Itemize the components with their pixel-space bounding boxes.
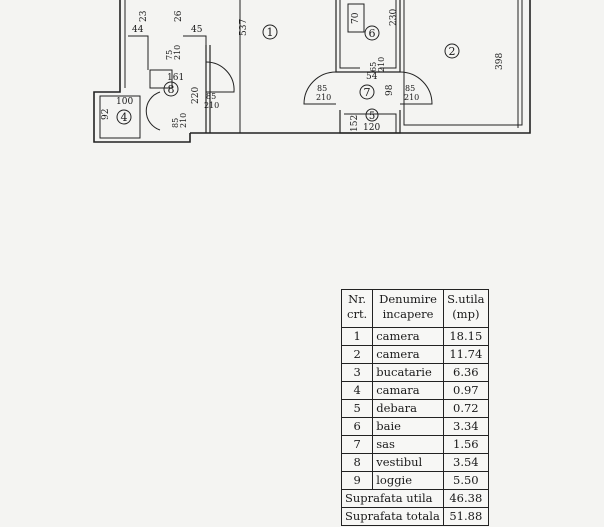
dim-152: 152	[350, 115, 360, 132]
dim-85-a2: 210	[204, 101, 219, 110]
row-area: 1.56	[442, 435, 489, 454]
summary-row-total: Suprafata totala 51.88	[341, 507, 489, 526]
room-number-4: 4	[121, 111, 128, 124]
dim-85-c2: 210	[316, 93, 331, 102]
row-nr: 2	[340, 345, 374, 364]
dim-85-c1: 85	[317, 84, 327, 93]
dim-85-a1: 85	[206, 92, 216, 101]
dim-161: 161	[167, 73, 184, 83]
room-number-2: 2	[449, 45, 456, 58]
room-number-7: 7	[364, 86, 371, 99]
room-number-5: 5	[369, 111, 375, 122]
row-nr: 3	[340, 363, 374, 382]
dim-120: 120	[363, 123, 380, 133]
row-nr: 1	[340, 327, 374, 346]
dim-220: 220	[191, 87, 201, 104]
row-nr: 9	[340, 471, 374, 490]
room-area-table: Nr. crt. Denumire incapere S.utila (mp) …	[340, 289, 489, 526]
dim-85-d1: 85	[405, 84, 415, 93]
dim-23: 23	[139, 10, 149, 22]
plan-walls	[93, 0, 531, 143]
table-row: 2 camera 11.74	[340, 345, 489, 364]
room-number-6: 6	[369, 27, 376, 40]
dim-65-210-1: 65	[369, 62, 378, 72]
room-number-1: 1	[267, 26, 274, 39]
dim-44: 44	[132, 25, 144, 35]
door-swing	[399, 71, 433, 105]
row-nr: 4	[340, 381, 374, 400]
dim-398: 398	[495, 53, 505, 70]
row-name: loggie	[372, 471, 444, 490]
door-swing	[205, 61, 235, 93]
row-name: vestibul	[372, 453, 444, 472]
row-area: 18.15	[442, 327, 489, 346]
row-area: 3.54	[442, 453, 489, 472]
floor-plan: 44 23 26 45 537 70 230 398 75 210 161 22…	[93, 0, 531, 143]
summary-value: 46.38	[442, 489, 489, 508]
row-name: sas	[372, 435, 444, 454]
dim-45: 45	[191, 25, 203, 35]
row-area: 5.50	[442, 471, 489, 490]
header-nr: Nr. crt.	[340, 289, 374, 328]
table-row: 3 bucatarie 6.36	[340, 363, 489, 382]
row-area: 11.74	[442, 345, 489, 364]
summary-label: Suprafata totala	[341, 507, 444, 526]
row-name: baie	[372, 417, 444, 436]
dim-26: 26	[174, 10, 184, 22]
table-row: 1 camera 18.15	[340, 327, 489, 346]
door-swing	[303, 71, 337, 105]
row-area: 6.36	[442, 363, 489, 382]
row-nr: 5	[340, 399, 374, 418]
row-name: camara	[372, 381, 444, 400]
row-name: camera	[372, 327, 444, 346]
dim-230: 230	[389, 9, 399, 26]
row-area: 3.34	[442, 417, 489, 436]
table-row: 8 vestibul 3.54	[340, 453, 489, 472]
row-name: camera	[372, 345, 444, 364]
header-area: S.utila (mp)	[442, 289, 489, 328]
table-row: 9 loggie 5.50	[340, 471, 489, 490]
row-name: debara	[372, 399, 444, 418]
row-name: bucatarie	[372, 363, 444, 382]
dim-65-210-2: 210	[377, 57, 386, 72]
dim-98: 98	[385, 84, 395, 96]
dim-75-210b: 210	[173, 45, 182, 60]
dim-85-d2: 210	[404, 93, 419, 102]
table-row: 7 sas 1.56	[340, 435, 489, 454]
row-nr: 7	[340, 435, 374, 454]
dim-537: 537	[239, 19, 249, 36]
row-nr: 8	[340, 453, 374, 472]
dim-92: 92	[101, 109, 111, 120]
dim-85-b1: 85	[171, 118, 180, 128]
door-swing	[145, 91, 161, 131]
dim-100: 100	[116, 97, 133, 107]
dim-75-210: 75	[165, 50, 174, 60]
summary-row-useful: Suprafata utila 46.38	[341, 489, 489, 508]
row-area: 0.97	[442, 381, 489, 400]
row-area: 0.72	[442, 399, 489, 418]
table-header-row: Nr. crt. Denumire incapere S.utila (mp)	[340, 289, 489, 328]
dim-54: 54	[366, 72, 378, 82]
row-nr: 6	[340, 417, 374, 436]
table-row: 6 baie 3.34	[340, 417, 489, 436]
table-row: 5 debara 0.72	[340, 399, 489, 418]
dim-70: 70	[351, 12, 361, 24]
dim-85-b2: 210	[179, 113, 188, 128]
room-number-8: 8	[168, 83, 175, 96]
summary-label: Suprafata utila	[341, 489, 444, 508]
header-name: Denumire incapere	[372, 289, 444, 328]
summary-value: 51.88	[442, 507, 489, 526]
table-row: 4 camara 0.97	[340, 381, 489, 400]
